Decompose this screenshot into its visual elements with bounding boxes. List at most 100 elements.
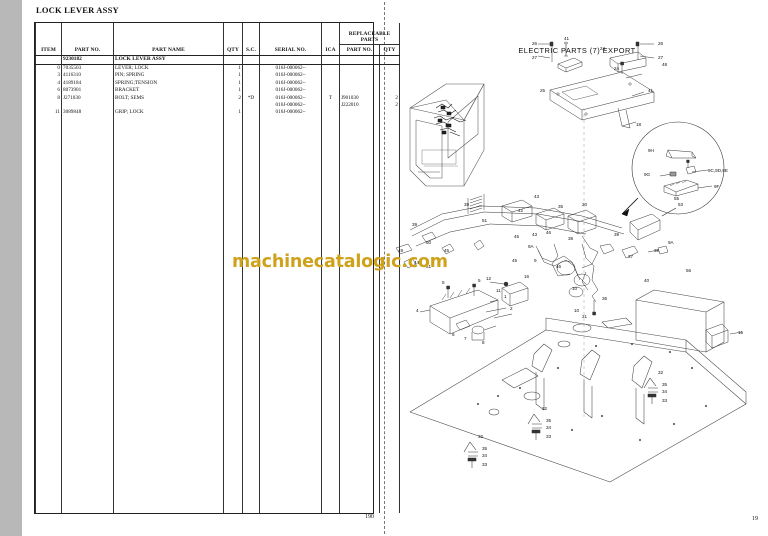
callout-label: 20 [582,202,588,207]
cell-rqty: 2 [378,101,401,110]
cell-name: LEVER; LOCK [113,64,224,73]
th-partname-top [113,23,224,45]
cell-rpn [339,109,380,117]
cell-name: BOLT; SEMS [113,94,224,102]
cell-pn: J271030 [61,94,114,102]
cell-ica [321,87,340,95]
cell-item: 11 [35,109,62,117]
cell-item: 6 [35,87,62,95]
callout-label: 32 [478,434,484,439]
th-replaceable-parts: REPLACEABLE PARTS [338,23,401,45]
cell-rpn: J222010 [339,101,380,110]
callout-label: 10 [572,286,578,291]
th-part-no: PART NO. [61,44,114,56]
cell-qty: 1 [223,87,243,95]
left-page-number: 190 [365,514,374,520]
callout-label: 55 [674,196,680,201]
cell-serial: 016J-000062~ [259,109,322,117]
upper-console-assembly [537,41,655,129]
callout-label: 21 [582,314,588,319]
callout-label: 34 [662,389,668,394]
callout-label: 6 [452,332,455,337]
cell-sc [242,79,260,88]
cell-name: GRIP; LOCK [113,109,224,117]
callout-label: 51 [426,264,432,269]
cell-rqty [378,64,401,73]
detail-callout-label: 9G [644,172,651,177]
cell-item: 3 [35,72,62,80]
callout-label: 32 [658,370,664,375]
fastener-stack-group [463,377,658,468]
callout-label: 2 [510,306,513,311]
callout-label: 50 [426,240,432,245]
callout-label: 45 [512,258,518,263]
callout-label: 41 [648,88,654,93]
callout-label: 43 [534,194,540,199]
th-rp-part-no: PART NO. [339,44,380,56]
callout-label: 36 [602,296,608,301]
th-rp-qty: QTY [378,44,401,56]
callout-label: 34 [546,425,552,430]
callout-label: 46 [546,230,552,235]
assembly-cell-rpn [339,55,380,65]
th-sc-top [242,23,260,45]
cell-serial: 016J-000062~ [259,72,322,80]
watermark: machinecatalogic.com [232,252,448,272]
callout-label: 35 [546,418,552,423]
callout-label: 18 [636,122,642,127]
th-part-name: PART NAME [113,44,224,56]
callout-label: 26 [532,41,538,46]
callout-label: 24 [600,46,606,51]
callout-label: 39 [464,202,470,207]
callout-label: 10 [574,308,580,313]
main-harness-section [395,194,677,298]
filler-cell [223,116,243,513]
callout-label: 49 [398,248,404,253]
cell-item: 8 [35,94,62,102]
assembly-cell-serial [259,55,322,65]
callout-label: 9A [528,244,535,249]
callout-label: 26 [658,41,664,46]
th-qty-top [223,23,243,45]
assembly-cell-ica [321,55,340,65]
exploded-parts-diagram: 4126272426272441254818535139433520434645… [395,36,747,483]
callout-label: 38 [568,236,574,241]
callout-label: 39 [412,222,418,227]
cab-outline [409,83,485,187]
callout-label: 12 [486,276,492,281]
cell-sc [242,87,260,95]
callout-label: 35 [662,382,668,387]
filler-cell [242,116,260,513]
callout-label: 7 [464,336,467,341]
cell-rpn: J901030 [339,94,380,102]
cell-item [35,101,62,110]
detail-callout-circle [621,121,725,217]
cell-ica [321,72,340,80]
callout-label: 39 [654,248,660,253]
callout-label: 25 [540,88,546,93]
cell-item: 4 [35,79,62,88]
callout-label: 5 [442,280,445,285]
cell-ica [321,64,340,73]
cell-name: PIN; SPRING [113,72,224,80]
cell-rqty [378,79,401,88]
cell-qty: 2 [223,94,243,102]
cell-rqty [378,87,401,95]
parts-table: REPLACEABLE PARTS ITEM PART NO. PART NAM… [35,23,401,513]
cell-qty: 1 [223,64,243,73]
cell-sc [242,72,260,80]
cell-pn [61,101,114,110]
cell-qty: 1 [223,72,243,80]
callout-label: 48 [662,62,668,67]
parts-table-container: REPLACEABLE PARTS ITEM PART NO. PART NAM… [34,22,401,514]
